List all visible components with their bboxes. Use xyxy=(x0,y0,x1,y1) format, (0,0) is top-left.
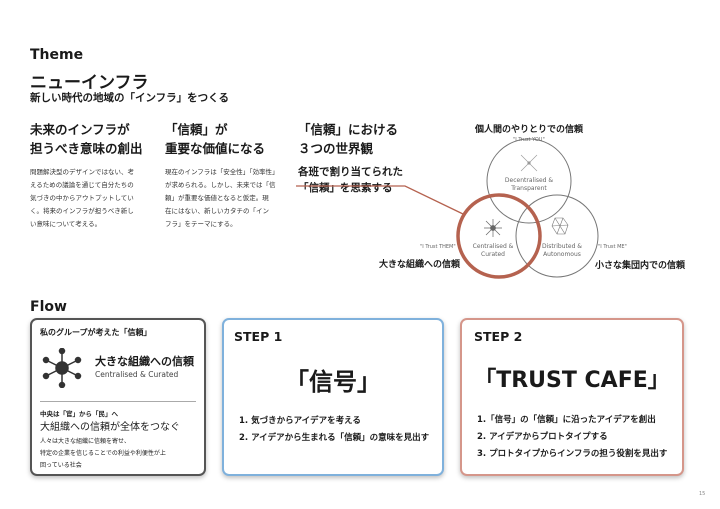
column-body: 現在のインフラは「安全性」「効率性」が求められる。しかし、未来では「信頼」が重要… xyxy=(165,166,280,231)
column-title: 「信頼」が重要な価値になる xyxy=(165,120,280,158)
page-subtitle: 新しい時代の地域の「インフラ」をつくる xyxy=(30,92,229,104)
venn-left-quote: "I Trust THEM" xyxy=(420,244,456,250)
column-1: 未来のインフラが担うべき意味の創出 問題解決型のデザインではない、考えるための議… xyxy=(30,120,145,231)
venn-circle-right xyxy=(515,194,599,278)
card-main: 大きな組織への信頼 xyxy=(95,355,194,368)
text-line: Autonomous xyxy=(543,251,581,258)
card-step-1: STEP 1 「信号」 1. 気づきからアイデアを考える 2. アイデアから生まれ… xyxy=(222,318,444,476)
venn-top-quote: "I Trust YOU" xyxy=(513,137,545,143)
venn-top-label: 個人間のやりとりでの信頼 xyxy=(475,125,584,135)
card-body: 人々は大きな組織に信頼を寄せ、特定の企業を信じることでの利益や利便性が上回ってい… xyxy=(40,436,166,472)
centralised-network-icon xyxy=(42,348,82,388)
body-line: えるための議論を通じて自分たちの xyxy=(30,181,134,189)
list-item: 3. プロトタイプからインフラの担う役割を見出す xyxy=(477,449,668,459)
venn-circle-left xyxy=(456,193,542,279)
column-body: 問題解決型のデザインではない、考えるための議論を通じて自分たちの気づきの中からア… xyxy=(30,166,145,231)
card-main-en: Centralised & Curated xyxy=(95,370,179,379)
body-line: が求められる。しかし、未来では「信 xyxy=(165,181,276,189)
list-item: 1.「信号」の「信頼」に沿ったアイデアを創出 xyxy=(477,415,656,425)
title-line: 未来のインフラが xyxy=(30,122,130,137)
column-title: 未来のインフラが担うべき意味の創出 xyxy=(30,120,145,158)
title-line: 担うべき意味の創出 xyxy=(30,141,143,156)
venn-right-label: 小さな集団内での信頼 xyxy=(595,261,686,271)
venn-right-text: Distributed &Autonomous xyxy=(532,243,592,259)
body-line: フラ」をテーマにする。 xyxy=(165,220,237,228)
sub-line: 「信頼」を思索する xyxy=(298,182,393,194)
column-subtitle: 各班で割り当てられた「信頼」を思索する xyxy=(298,164,418,196)
body-line: 問題解決型のデザインではない、考 xyxy=(30,168,134,176)
text-line: Curated xyxy=(481,251,505,258)
body-line: 頼」が重要な価値となると仮定。現 xyxy=(165,194,269,202)
body-line: 人々は大きな組織に信頼を寄せ、 xyxy=(40,438,131,445)
body-line: 現在のインフラは「安全性」「効率性」 xyxy=(165,168,279,176)
text-line: Transparent xyxy=(511,185,547,192)
text-line: Centralised & xyxy=(472,243,514,250)
card-step-2: STEP 2 「TRUST CAFE」 1.「信号」の「信頼」に沿ったアイデアを… xyxy=(460,318,684,476)
card-my-group: 私のグループが考えた「信頼」 大きな組織への信頼 Centralised & C… xyxy=(30,318,206,476)
sub-line: 各班で割り当てられた xyxy=(298,166,403,178)
step-list: 1.「信号」の「信頼」に沿ったアイデアを創出 2. アイデアからプロトタイプする 3… xyxy=(477,412,667,463)
step-label: STEP 1 xyxy=(234,329,283,344)
venn-top-text: Decentralised &Transparent xyxy=(499,177,559,193)
page-title: ニューインフラ xyxy=(30,73,149,93)
step-title: 「TRUST CAFE」 xyxy=(474,368,670,393)
venn-circle-top xyxy=(486,138,572,224)
list-item: 2. アイデアから生まれる「信頼」の意味を見出す xyxy=(239,433,430,443)
step-list: 1. 気づきからアイデアを考える 2. アイデアから生まれる「信頼」の意味を見出す xyxy=(239,413,429,447)
step-label: STEP 2 xyxy=(474,329,523,344)
distributed-icon xyxy=(551,217,569,235)
decentralised-icon xyxy=(520,154,538,172)
title-line: ３つの世界観 xyxy=(298,141,374,156)
section-theme-label: Theme xyxy=(30,47,84,63)
column-2: 「信頼」が重要な価値になる 現在のインフラは「安全性」「効率性」が求められる。し… xyxy=(165,120,280,231)
text-line: Distributed & xyxy=(542,243,582,250)
title-line: 「信頼」における xyxy=(298,122,399,137)
column-title: 「信頼」における ３つの世界観 xyxy=(298,120,418,158)
body-line: 気づきの中からアウトプットしてい xyxy=(30,194,134,202)
text-line: Decentralised & xyxy=(504,177,554,184)
body-line: 回っている社会 xyxy=(40,462,82,469)
card-small: 中央は「官」から「民」へ xyxy=(40,410,118,418)
list-item: 2. アイデアからプロトタイプする xyxy=(477,432,608,442)
title-line: 「信頼」が xyxy=(165,122,228,137)
step-title: 「信号」 xyxy=(285,368,381,396)
venn-left-text: Centralised &Curated xyxy=(463,243,523,259)
connector-line xyxy=(296,185,464,215)
title-line: 重要な価値になる xyxy=(165,141,266,156)
card-headline: 大組織への信頼が全体をつなぐ xyxy=(40,422,180,433)
section-flow-label: Flow xyxy=(30,299,67,315)
column-3: 「信頼」における ３つの世界観 各班で割り当てられた「信頼」を思索する xyxy=(298,120,418,196)
venn-right-quote: "I Trust ME" xyxy=(598,244,627,250)
body-line: い意味について考える。 xyxy=(30,220,102,228)
body-line: 在にはない、新しいカタチの「イン xyxy=(165,207,269,215)
centralised-icon xyxy=(484,219,502,237)
venn-diagram xyxy=(296,138,599,279)
card-heading: 私のグループが考えた「信頼」 xyxy=(40,328,152,337)
divider xyxy=(40,401,196,402)
body-line: く。将来のインフラが担うべき新し xyxy=(30,207,134,215)
list-item: 1. 気づきからアイデアを考える xyxy=(239,416,361,426)
venn-left-label: 大きな組織への信頼 xyxy=(379,260,461,270)
body-line: 特定の企業を信じることでの利益や利便性が上 xyxy=(40,450,166,457)
page-number: 15 xyxy=(699,491,706,497)
